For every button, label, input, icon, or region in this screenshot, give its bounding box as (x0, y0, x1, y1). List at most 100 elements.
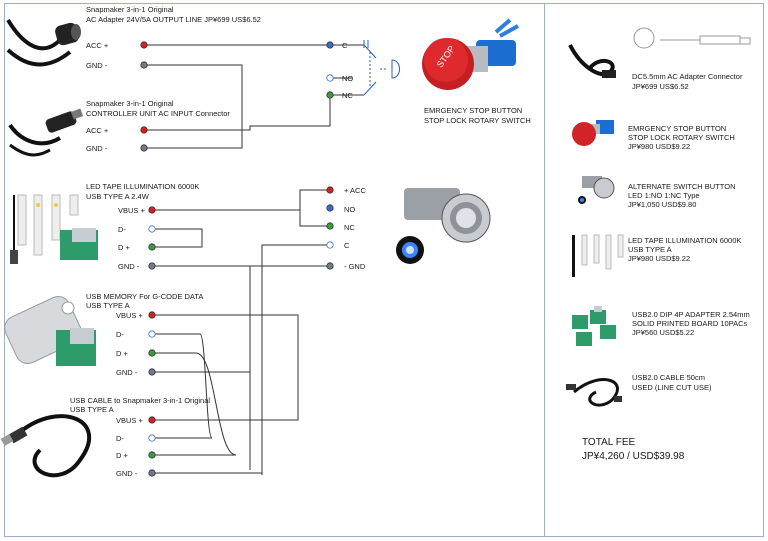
dc-connector-icon (568, 27, 751, 78)
led-pin-dminus: D- (118, 225, 126, 234)
usb-memory-title: USB MEMORY For G-CODE DATA (86, 292, 204, 301)
part-led-line2: USB TYPE A (628, 245, 672, 254)
usb-memory-picture (4, 295, 96, 366)
wire-vbus-nc (299, 210, 330, 227)
usb-cable-icon (566, 378, 622, 407)
part-estop-line3: JP¥980 USD$9.22 (628, 142, 691, 151)
alt-switch-picture (396, 188, 491, 264)
usb-cable-picture (0, 414, 92, 478)
alt-nc-dot (326, 222, 334, 230)
total-fee-value: JP¥4,260 / USD$39.98 (582, 451, 685, 462)
led-pin-vbus: VBUS + (118, 206, 145, 215)
estop-terminal-nc: NC (342, 91, 353, 100)
part-alt-line3: JP¥1,050 USD$9.80 (628, 200, 697, 209)
alt-gnd-dot (326, 262, 334, 270)
cable-pin-gnd: GND - (116, 469, 138, 478)
wire-acc-to-nc (144, 95, 331, 131)
led-tape-picture (10, 194, 98, 264)
cable-pin-dplus: D + (116, 451, 128, 460)
part-board-line1: USB2.0 DIP 4P ADAPTER 2.54mm (632, 310, 750, 319)
ac-adapter-pin-gnd: GND - (86, 61, 108, 70)
part-led-line3: JP¥980 USD$9.22 (628, 254, 691, 263)
led-dplus-dot (148, 243, 156, 251)
terminal-dots (140, 41, 334, 477)
ac-adapter-picture (6, 18, 81, 67)
alt-terminal-no: NO (344, 205, 356, 214)
estop-icon (572, 120, 614, 146)
led-tape-subtitle: USB TYPE A 2.4W (86, 192, 149, 201)
part-estop-line1: EMRGENCY STOP BUTTON (628, 124, 727, 133)
part-led-line1: LED TAPE ILLUMINATION 6000K (628, 236, 742, 245)
estop-nc-dot (326, 91, 334, 99)
parts-pictures (566, 27, 751, 407)
cable-gnd-dot (148, 469, 156, 477)
estop-caption-line1: EMRGENCY STOP BUTTON (424, 106, 523, 115)
usb-board-icon (572, 306, 616, 346)
controller-pin-acc: ACC + (86, 126, 109, 135)
total-fee-label: TOTAL FEE (582, 437, 636, 448)
led-pin-gnd: GND - (118, 262, 140, 271)
diagram-frame (4, 3, 764, 537)
wire-gnd-loop (144, 64, 243, 149)
ac-adapter-pin-acc: ACC + (86, 41, 109, 50)
cable-pin-vbus: VBUS + (116, 416, 143, 425)
part-dc-line1: DC5.5mm AC Adapter Connector (632, 72, 743, 81)
led-tape-title: LED TAPE ILLUMINATION 6000K (86, 182, 200, 191)
estop-caption-line2: STOP LOCK ROTARY SWITCH (424, 116, 531, 125)
part-dc-line2: JP¥699 US$6.52 (632, 82, 689, 91)
mem-gnd-dot (148, 368, 156, 376)
part-alt-line1: ALTERNATE SWITCH BUTTON (628, 182, 736, 191)
switch-symbol (363, 40, 400, 96)
alt-no-dot (326, 204, 334, 212)
wires (144, 44, 364, 475)
cable-dplus-dot (148, 451, 156, 459)
wire-c-bus (261, 244, 330, 475)
led-vbus-dot (148, 206, 156, 214)
alt-switch-icon (578, 176, 615, 204)
led-tape-icon (572, 234, 624, 277)
panel-divider (544, 3, 545, 537)
alt-terminal-acc: + ACC (344, 186, 366, 195)
part-board-line2: SOLID PRINTED BOARD 10PACs (632, 319, 748, 328)
ac-adapter-subtitle: AC Adapter 24V/5A OUTPUT LINE JP¥699 US$… (86, 15, 261, 24)
ac-acc-dot (140, 41, 148, 49)
wire-d-loop (152, 228, 203, 248)
wire-vbus-link (152, 314, 299, 421)
usb-memory-subtitle: USB TYPE A (86, 301, 130, 310)
part-board-line3: JP¥560 USD$5.22 (632, 328, 695, 337)
ctrl-gnd-dot (140, 144, 148, 152)
controller-pin-gnd: GND - (86, 144, 108, 153)
mem-pin-dminus: D- (116, 330, 124, 339)
controller-title: Snapmaker 3-in-1 Original (86, 99, 174, 108)
alt-terminal-c: C (344, 241, 350, 250)
mem-pin-dplus: D + (116, 349, 128, 358)
ctrl-acc-dot (140, 126, 148, 134)
mem-vbus-dot (148, 311, 156, 319)
controller-subtitle: CONTROLLER UNIT AC INPUT Connector (86, 109, 230, 118)
mem-dminus-dot (148, 330, 156, 338)
led-pin-dplus: D + (118, 243, 130, 252)
alt-acc-dot (326, 186, 334, 194)
usb-cable-subtitle: USB TYPE A (70, 405, 114, 414)
ac-gnd-dot (140, 61, 148, 69)
estop-no-dot (326, 74, 334, 82)
cable-vbus-dot (148, 416, 156, 424)
usb-cable-title: USB CABLE to Snapmaker 3-in-1 Original (70, 396, 211, 405)
cable-dminus-dot (148, 434, 156, 442)
part-alt-line2: LED 1:NO 1:NC Type (628, 191, 700, 200)
mem-dplus-dot (148, 349, 156, 357)
estop-terminal-c: C (342, 41, 348, 50)
ac-adapter-title: Snapmaker 3-in-1 Original (86, 5, 174, 14)
wire-dplus-link (152, 352, 237, 456)
alt-terminal-nc: NC (344, 223, 355, 232)
estop-picture: STOP (422, 18, 519, 90)
alt-terminal-gnd: - GND (344, 262, 366, 271)
controller-connector-picture (8, 108, 84, 157)
part-cable-line1: USB2.0 CABLE 50cm (632, 373, 705, 382)
wire-vbus-acc (152, 189, 330, 211)
estop-terminal-no: NO (342, 74, 354, 83)
alt-c-dot (326, 241, 334, 249)
led-dminus-dot (148, 225, 156, 233)
part-cable-line2: USED (LINE CUT USE) (632, 383, 712, 392)
